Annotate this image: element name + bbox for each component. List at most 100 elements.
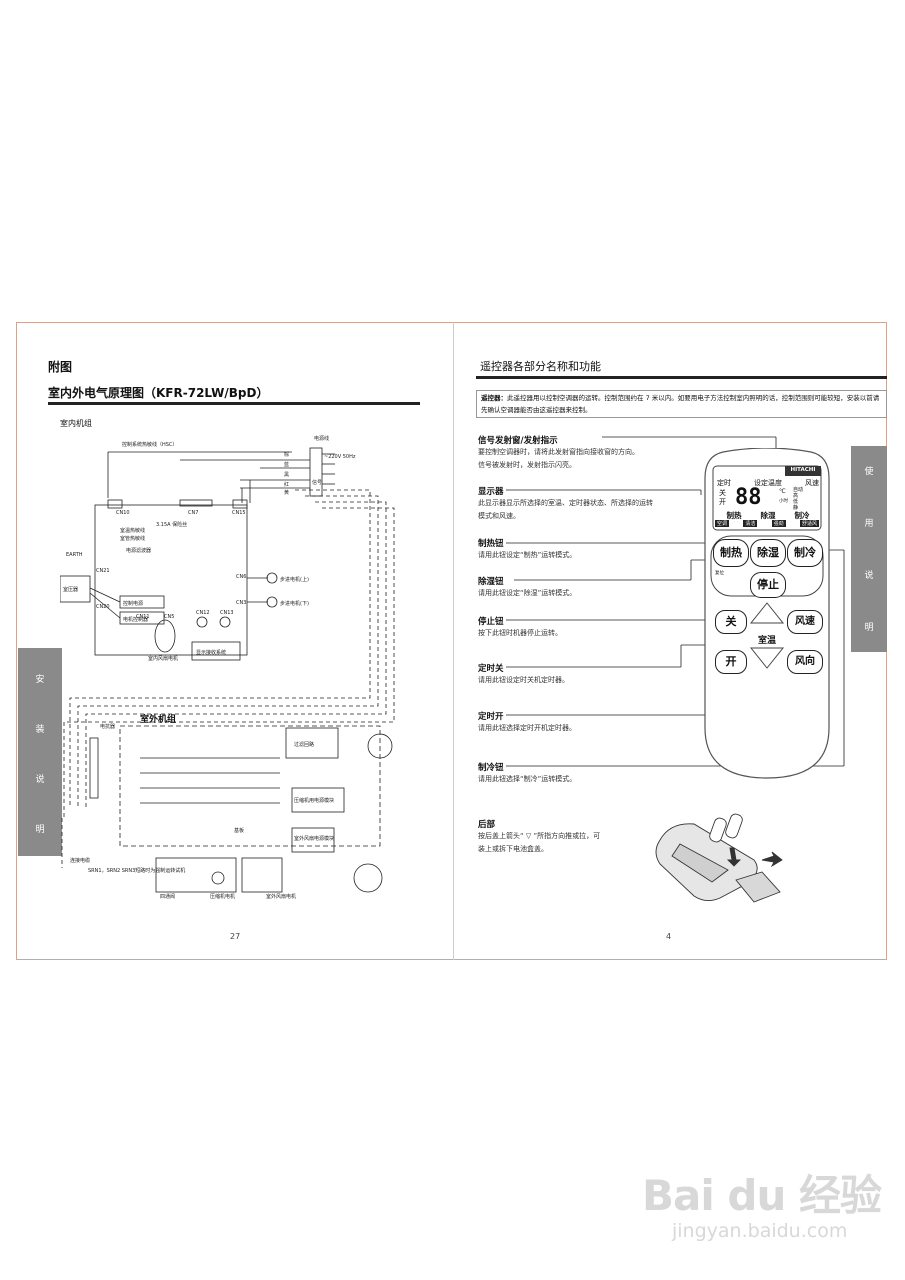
function-item: 定时关 请用此钮设定时关机定时器。 <box>478 662 698 687</box>
lcd-on: 开 <box>719 498 726 506</box>
function-item: 后部 按后盖上箭头“ ▽ ”所指方向推或拉，可 装上或拆下电池盒盖。 <box>478 818 648 856</box>
left-page-number: 27 <box>230 932 241 941</box>
temp-down-button[interactable] <box>755 648 779 666</box>
schematic-label: 电机控制器 <box>123 616 148 623</box>
function-desc: 要控制空调器时，请将此发射窗指向接收窗的方向。 <box>478 448 639 456</box>
intro-label: 遥控器： <box>481 394 507 402</box>
schematic-label: 信号 <box>312 479 322 486</box>
function-title: 显示器 <box>478 487 504 497</box>
lcd-label-timer: 定时 <box>717 479 731 487</box>
schematic-label: 3.15A 保险丝 <box>156 521 187 528</box>
reset-label: 复位 <box>715 571 724 576</box>
function-title: 定时开 <box>478 712 504 722</box>
temp-up-button[interactable] <box>755 606 779 624</box>
side-tab-char: 安 <box>35 675 45 685</box>
function-desc: 请用此钮选择定时开机定时器。 <box>478 724 576 732</box>
schematic-label: 蓝 <box>284 461 289 468</box>
schematic-label: 电抗器 <box>100 723 115 730</box>
lcd-digits: 88 <box>735 485 762 510</box>
fan-speed-button[interactable]: 风速 <box>787 610 823 634</box>
schematic-label: CN20 <box>96 604 110 610</box>
function-item: 停止钮 按下此钮时机器停止运转。 <box>478 615 698 640</box>
room-temp-label: 室温 <box>757 636 776 646</box>
schematic-label: 黑 <box>284 472 289 478</box>
schematic-label: 棕 <box>284 451 289 458</box>
timer-on-button[interactable]: 开 <box>715 650 747 674</box>
function-desc: 按后盖上箭头“ ▽ ”所指方向推或拉，可 <box>478 832 601 840</box>
schematic-label: CN10 <box>116 510 130 516</box>
side-tab-char: 说 <box>864 571 874 581</box>
schematic-label: CN13 <box>220 610 234 616</box>
schematic-label: 室内风扇电机 <box>148 655 178 662</box>
schematic-label: CN12 <box>196 610 210 616</box>
lcd-modes: 制热 除湿 制冷 <box>717 510 819 521</box>
side-tab-char: 说 <box>35 775 45 785</box>
function-desc: 此显示器显示所选择的室温、定时器状态、所选择的运转 <box>478 499 653 507</box>
function-desc: 装上或拆下电池盒盖。 <box>478 845 548 853</box>
fan-direction-button[interactable]: 风向 <box>787 650 823 674</box>
lcd-label-temp: 设定温度 <box>754 479 782 487</box>
function-desc: 请用此钮选择“制冷”运转模式。 <box>478 775 577 783</box>
stop-button[interactable]: 停止 <box>750 572 786 598</box>
lcd-header: 定时 设定温度 风速 <box>717 478 819 488</box>
lcd-fan-option: 低 <box>793 499 799 505</box>
schematic-label: 室温热敏线 <box>120 527 145 534</box>
side-tab-char: 装 <box>35 725 45 735</box>
lcd-unit: ℃ <box>779 488 786 495</box>
schematic-label: 连接电缆 <box>70 857 90 864</box>
intro-box: 遥控器：此遥控器用以控制空调器的运转。控制范围约在 7 米以内。如要用电子方法控… <box>476 390 887 418</box>
schematic-label: 室外风扇电机 <box>266 893 296 900</box>
function-title: 制热钮 <box>478 539 504 549</box>
cool-button[interactable]: 制冷 <box>787 539 823 567</box>
function-title: 后部 <box>478 820 496 830</box>
side-tab-char: 明 <box>864 623 874 633</box>
schematic-label: 室外风扇电源模块 <box>294 835 334 842</box>
lcd-label-fan: 风速 <box>805 479 819 487</box>
left-section-title: 附图 <box>48 360 73 374</box>
function-title: 制冷钮 <box>478 763 504 773</box>
lcd-fan-option: 高 <box>793 493 799 499</box>
side-tab-char: 明 <box>35 825 45 835</box>
schematic-label: 显示接收系统 <box>196 649 226 656</box>
remote-control: HITACHI 定时 设定温度 风速 关 开 88 ℃ 小时 自动 高 低 静 … <box>703 448 831 780</box>
dry-button[interactable]: 除湿 <box>750 539 786 567</box>
right-title-rule <box>476 376 887 379</box>
schematic-label: 黄 <box>284 489 289 496</box>
schematic-label: 压缩机电机 <box>210 893 235 900</box>
indoor-unit-label: 室内机组 <box>60 419 92 428</box>
schematic-label: ~220V 50Hz <box>324 454 356 460</box>
lcd-mode2: 舒适风 <box>799 520 819 527</box>
function-desc: 按下此钮时机器停止运转。 <box>478 629 562 637</box>
lcd-mode2: 空调 <box>715 520 730 527</box>
lcd-mode2: 强劲 <box>771 520 786 527</box>
lcd-fan-block: 自动 高 低 静 <box>793 487 803 511</box>
timer-off-button[interactable]: 关 <box>715 610 747 634</box>
wiring-schematic: 控制系统热敏线（HSC） 电源线 ~220V 50Hz 棕 蓝 黑 红 黄 信号… <box>60 435 395 900</box>
right-page-number: 4 <box>666 932 672 941</box>
schematic-label: CN5 <box>164 614 174 620</box>
baidu-watermark-logo: Bai du 经验 <box>642 1171 882 1220</box>
lcd-modes2: 空调 清洁 强劲 舒适风 <box>715 520 819 527</box>
function-desc: 请用此钮设定时关机定时器。 <box>478 676 569 684</box>
function-item: 除湿钮 请用此钮设定“除湿”运转模式。 <box>478 575 698 600</box>
function-item: 制热钮 请用此钮设定“制热”运转模式。 <box>478 537 698 562</box>
heat-button[interactable]: 制热 <box>713 539 749 567</box>
schematic-label: 控制电源 <box>123 600 143 607</box>
lcd-fan-option: 自动 <box>793 487 804 493</box>
intro-text: 此遥控器用以控制空调器的运转。控制范围约在 7 米以内。如要用电子方法控制室内照… <box>481 394 880 414</box>
schematic-label: CN11 <box>136 614 150 620</box>
schematic-label: 四通阀 <box>160 893 175 900</box>
function-title: 除湿钮 <box>478 577 504 587</box>
schematic-label: 压缩机用电源模块 <box>294 797 334 804</box>
schematic-label: 电源滤波器 <box>126 547 151 554</box>
lcd-mode: 除湿 <box>760 511 776 520</box>
function-item: 显示器 此显示器显示所选择的室温、定时器状态、所选择的运转 模式和风速。 <box>478 485 698 523</box>
lcd-mode: 制热 <box>726 511 742 520</box>
right-section-title: 遥控器各部分名称和功能 <box>480 360 601 373</box>
function-item: 定时开 请用此钮选择定时开机定时器。 <box>478 710 698 735</box>
battery-cover-illustration <box>655 813 783 903</box>
page-divider <box>453 322 454 960</box>
schematic-label: 控制系统热敏线（HSC） <box>122 441 177 448</box>
side-tab-char: 使 <box>864 467 874 477</box>
function-title: 定时关 <box>478 664 504 674</box>
